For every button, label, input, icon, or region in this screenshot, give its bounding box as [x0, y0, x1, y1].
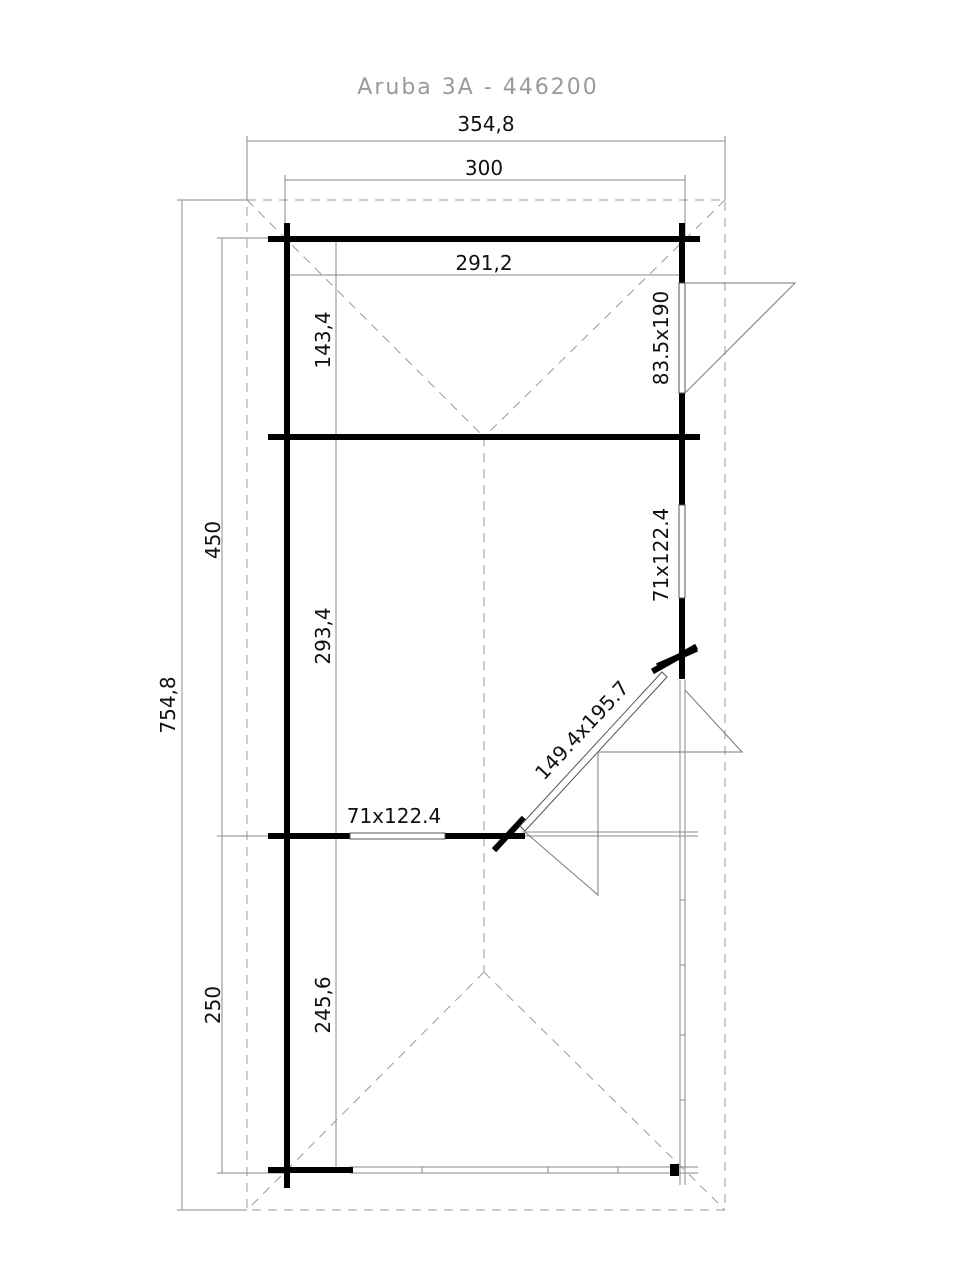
dimension-cabin-depth: 450 250 — [201, 237, 285, 1174]
room-main-depth-label: 293,4 — [311, 607, 335, 664]
dimension-inner-width: 291,2 — [290, 251, 680, 276]
terrace-outline — [350, 680, 698, 1185]
side-window-label: 71x122.4 — [649, 508, 673, 603]
walls — [268, 223, 700, 1188]
front-window: 71x122.4 — [347, 804, 446, 840]
side-door-label: 83.5x190 — [649, 291, 673, 386]
dimension-inner-depths: 143,4 293,4 245,6 — [311, 241, 337, 1170]
dimension-total-width: 354,8 — [246, 112, 726, 200]
front-window-label: 71x122.4 — [347, 804, 442, 828]
side-window: 71x122.4 — [649, 504, 686, 603]
cabin-depth-label: 450 — [201, 521, 225, 559]
dimension-total-depth: 754,8 — [156, 199, 247, 1211]
corner-door: 149.4x195.7 — [519, 671, 744, 897]
dimension-wall-width: 300 — [284, 156, 686, 238]
terrace-depth-label: 250 — [201, 986, 225, 1024]
total-width-label: 354,8 — [457, 112, 514, 136]
side-door: 83.5x190 — [649, 282, 797, 394]
total-depth-label: 754,8 — [156, 676, 180, 733]
plan-title: Aruba 3A - 446200 — [357, 75, 598, 100]
terrace-inner-depth-label: 245,6 — [311, 976, 335, 1033]
wall-width-label: 300 — [465, 156, 503, 180]
room-front-depth-label: 143,4 — [311, 311, 335, 368]
inner-width-label: 291,2 — [455, 251, 512, 275]
